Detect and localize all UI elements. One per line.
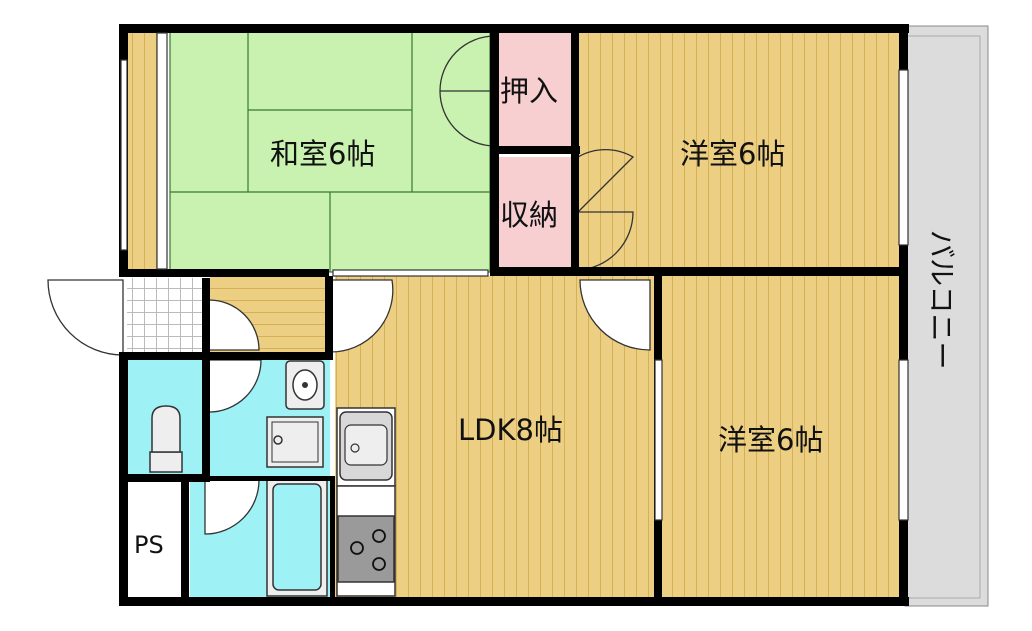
washroom-door (208, 359, 262, 413)
toilet-icon (149, 405, 183, 473)
balcony-label: バルコニー (925, 230, 958, 369)
youshitsu-top-floor (578, 32, 900, 272)
oshiire-floor (497, 32, 572, 146)
genkan-tiles (127, 278, 207, 354)
walls (119, 24, 909, 606)
balcony (904, 25, 989, 607)
oshiire-label: 押入 (500, 74, 558, 108)
ps-label: PS (134, 531, 164, 559)
washitsu-label: 和室6帖 (270, 137, 375, 171)
washer-pan-icon (266, 416, 324, 468)
kitchen-sink-icon (336, 407, 396, 487)
bath-door (204, 479, 260, 535)
youshitsu-bottom-floor (660, 276, 900, 600)
shuno-label: 収納 (500, 198, 558, 232)
genkan-door (208, 299, 260, 351)
washitsu-ldk-door (329, 279, 394, 353)
ldk-label: LDK8帖 (458, 413, 563, 447)
youshitsu-bottom-label: 洋室6帖 (718, 423, 823, 457)
stove-icon (336, 485, 396, 597)
front-door (47, 279, 124, 356)
bathtub-icon (266, 477, 328, 597)
windows (120, 32, 909, 521)
ps-floor (127, 482, 183, 600)
fixtures (149, 360, 396, 597)
wash-basin-icon (285, 360, 325, 410)
shuno-floor (497, 157, 572, 272)
youshitsu-door (579, 279, 651, 351)
doors (47, 35, 651, 535)
youshitsu-top-label: 洋室6帖 (680, 137, 785, 171)
